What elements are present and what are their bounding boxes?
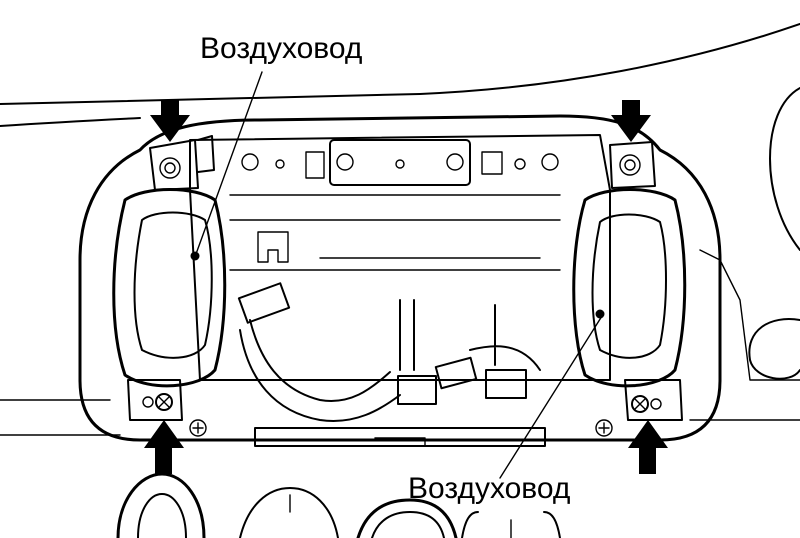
dashboard-right-knob [748,318,800,380]
bottom-left-screw-2-cross [192,422,204,434]
bottom-right-hole [650,398,662,410]
left-air-duct-outer [112,188,227,388]
dashboard-right-inner-line [699,249,800,381]
bottom-left-hole [142,396,154,408]
top-right-arrow [611,100,651,142]
frame-hole-3 [514,158,526,170]
center-wire-bundle [399,299,541,371]
bottom-left-arrow [144,420,184,474]
frame-slot-left [305,151,325,179]
center-bracket [329,139,471,186]
lower-center-knob-inner [371,511,445,538]
small-connector-housing [257,231,289,263]
bottom-trim-notch [374,437,426,447]
air-duct-callout-bottom: Воздуховод [408,472,571,505]
top-left-bracket [149,139,199,191]
top-left-bracket-tab [197,135,215,173]
bottom-left-screw-2 [189,419,207,437]
lower-left-vent [116,472,206,538]
top-left-arrow [150,100,190,142]
bottom-right-bracket [624,379,683,421]
top-right-clip [619,154,641,176]
left-wire-harness-lower [239,329,401,422]
bottom-right-screw-cross [634,398,646,410]
center-connector-2 [434,356,478,390]
right-air-duct-inner [591,213,667,359]
bottom-left-screw-cross [158,396,170,408]
frame-hole-2 [275,159,285,169]
center-connector-3 [485,369,527,399]
air-duct-callout-top: Воздуховод [200,32,363,65]
bracket-hole [395,159,405,169]
bottom-right-arrow [628,420,668,474]
lower-center-right-knob [461,511,561,538]
right-air-duct-pointer-dot [595,309,605,319]
dashboard-right-curve [769,87,800,251]
opening-outer-frame [78,114,722,442]
dashboard-top-contour [0,23,800,105]
bottom-right-screw-2-cross [598,422,610,434]
bottom-left-screw [155,393,173,411]
bottom-left-bracket [127,379,183,421]
center-connector-1 [397,375,437,405]
top-left-clip [159,157,181,179]
lower-left-vent-inner [137,493,187,538]
left-air-duct-pointer-dot [190,251,200,261]
top-left-clip-center [164,162,176,174]
bottom-trim-strip [254,427,546,447]
top-right-bracket [609,141,656,189]
frame-hole-1 [241,153,259,171]
bottom-right-screw [631,395,649,413]
dashboard-top-contour-lower [0,117,141,127]
top-callout-leader [195,71,263,255]
bottom-callout-leader [499,315,603,479]
bottom-right-screw-2 [595,419,613,437]
lower-center-left-knob [239,487,339,538]
top-right-clip-center [624,159,636,171]
lower-center-knob [356,498,458,538]
frame-hole-4 [541,153,559,171]
left-wire-harness [249,319,391,402]
bracket-screw-right [446,153,464,171]
left-connector [237,282,291,324]
frame-slot-right [481,151,503,175]
left-air-duct-inner [133,211,213,359]
right-air-duct-outer [572,188,687,388]
bracket-screw-left [336,153,354,171]
